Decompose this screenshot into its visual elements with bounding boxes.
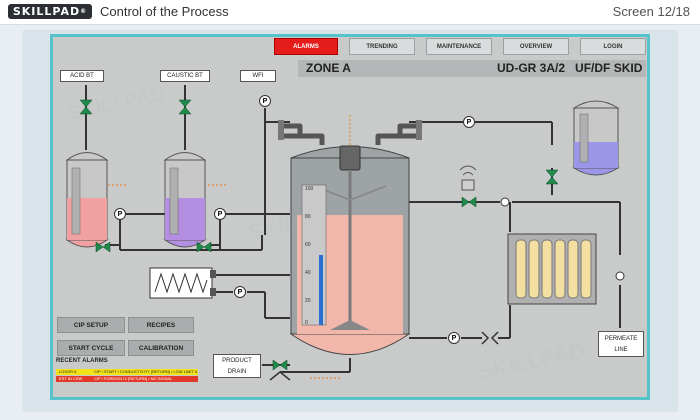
svg-text:100: 100: [305, 186, 314, 192]
svg-text:SKILLPAD: SKILLPAD: [476, 338, 587, 385]
inlet-flange-left: [278, 120, 284, 140]
valve-caustic-outlet[interactable]: [178, 99, 192, 115]
pump-acid[interactable]: P: [114, 208, 126, 220]
uf-filter: [507, 233, 597, 305]
svg-text:20: 20: [305, 298, 311, 304]
screen-counter: Screen 12/18: [612, 4, 690, 19]
nav-overview-button[interactable]: OVERVIEW: [503, 38, 569, 55]
vessel-scale: 100 80 60 40 20 0: [305, 186, 314, 326]
svg-text:40: 40: [305, 270, 311, 276]
inlet-flange-right: [416, 120, 422, 140]
pump-caustic[interactable]: P: [214, 208, 226, 220]
recipes-button[interactable]: RECIPES: [128, 317, 194, 333]
nav-login-button[interactable]: LOGIN: [580, 38, 646, 55]
caustic-tank-label: CAUSTIC BT: [160, 70, 210, 82]
svg-text:80: 80: [305, 214, 311, 220]
pump-heat-exchanger[interactable]: P: [234, 286, 246, 298]
valve-acid-outlet[interactable]: [79, 99, 93, 115]
svg-text:60: 60: [305, 242, 311, 248]
alarm-message: CIP / START / CONDUCTIVITY [RETURN] • LO…: [94, 369, 198, 374]
zone-header-bar: [298, 60, 646, 77]
zone-title: ZONE A: [306, 61, 351, 75]
product-drain-label: PRODUCT DRAIN: [213, 354, 261, 378]
heat-exchanger: [149, 267, 216, 299]
pump-feed[interactable]: P: [448, 332, 460, 344]
skillpad-logo: SKILLPAD®: [8, 4, 92, 19]
main-vessel: [289, 145, 411, 355]
permeate-tank: [572, 100, 620, 176]
nav-maintenance-button[interactable]: MAINTENANCE: [426, 38, 492, 55]
nav-trending-button[interactable]: TRENDING: [349, 38, 415, 55]
wfi-label: WFI: [240, 70, 276, 82]
alarm-message: CIP / FOREIGN IX [RETURN] • NO SIGNAL: [94, 376, 173, 381]
svg-text:0: 0: [305, 320, 308, 326]
alarm-source: LOSOR 6: [59, 369, 77, 374]
pump-permeate[interactable]: P: [463, 116, 475, 128]
alarm-row[interactable]: EST IN CRW CIP / FOREIGN IX [RETURN] • N…: [56, 376, 198, 382]
pressure-sensor-icon: [615, 271, 625, 281]
acid-tank-label: ACID BT: [60, 70, 104, 82]
valve-drain[interactable]: [272, 359, 288, 371]
cip-setup-button[interactable]: CIP SETUP: [57, 317, 125, 333]
recent-alarms-panel: RECENT ALARMS LOSOR 6 CIP / START / COND…: [56, 358, 198, 394]
check-valve-icon: [481, 331, 499, 345]
flow-sensor-icon: [500, 197, 510, 207]
drain-sprayer-icon: [269, 371, 291, 381]
svg-text:SKILLPAD: SKILLPAD: [66, 83, 167, 125]
valve-permeate-tank[interactable]: [545, 169, 559, 185]
spray-ball-icon: [459, 165, 477, 176]
recent-alarms-title: RECENT ALARMS: [56, 358, 108, 364]
nav-alarms-button[interactable]: ALARMS: [274, 38, 338, 55]
acid-tank: [65, 152, 109, 248]
valve-acid-return[interactable]: [95, 241, 111, 253]
valve-recirc[interactable]: [461, 196, 477, 208]
top-bar: SKILLPAD® Control of the Process Screen …: [0, 0, 700, 25]
valve-caustic-return[interactable]: [196, 241, 212, 253]
caustic-tank: [163, 152, 207, 248]
skid-title: UD-GR 3A/2 UF/DF SKID: [497, 61, 643, 75]
start-cycle-button[interactable]: START CYCLE: [57, 340, 125, 356]
course-title: Control of the Process: [100, 4, 229, 19]
permeate-line-label: PERMEATE LINE: [598, 331, 644, 357]
spray-device: [461, 179, 475, 191]
calibration-button[interactable]: CALIBRATION: [128, 340, 194, 356]
alarm-row[interactable]: LOSOR 6 CIP / START / CONDUCTIVITY [RETU…: [56, 369, 198, 375]
alarm-source: EST IN CRW: [59, 376, 83, 381]
pump-wfi[interactable]: P: [259, 95, 271, 107]
